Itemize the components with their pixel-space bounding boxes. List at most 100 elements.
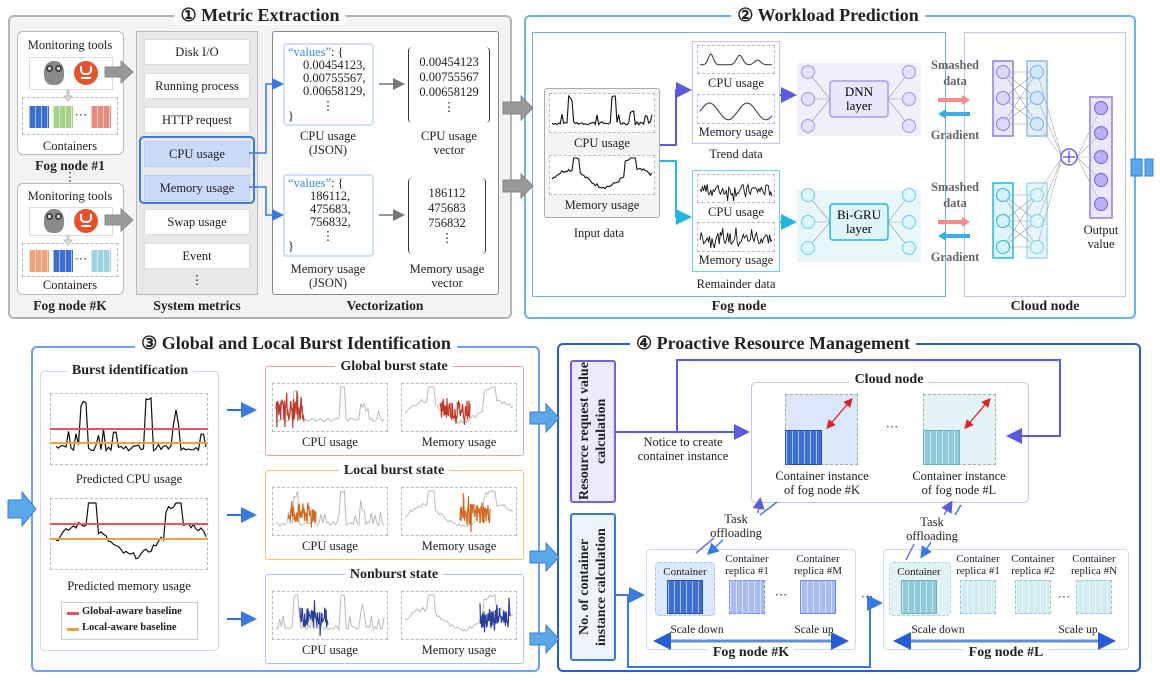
monitoring-tools-label: Monitoring tools <box>27 189 113 203</box>
state-mem-sparkline <box>404 386 514 424</box>
predicted-mem-chart-frame <box>50 498 208 570</box>
neuron <box>1030 240 1044 254</box>
connection <box>1002 97 1038 125</box>
fog-node-1-label: Fog node #1 <box>35 158 105 173</box>
mem-json-values: 186112,475683,756832, <box>310 190 351 229</box>
neuron <box>996 91 1010 105</box>
connection <box>1002 71 1038 99</box>
trend-cpu-label: CPU usage <box>708 76 764 90</box>
neuron <box>996 117 1010 131</box>
json-brace: : { <box>331 45 344 59</box>
metric-http-request: HTTP request <box>144 107 250 133</box>
container-replica-icon <box>960 580 996 614</box>
vectorization-box <box>272 31 499 295</box>
state-cpu-label: CPU usage <box>302 643 358 657</box>
cpu-json-caption: CPU usage <box>300 129 356 143</box>
metric-disk-io: Disk I/O <box>144 39 250 65</box>
replica-label-line: Container <box>1072 553 1116 565</box>
remainder-mem-label: Memory usage <box>698 253 774 267</box>
connection <box>1036 156 1063 196</box>
state-cpu-sparkline <box>275 386 385 423</box>
mem-vector-caption: vector <box>431 276 463 290</box>
bigru-layer-label: layer <box>846 221 873 236</box>
input-cpu-chart-frame <box>549 93 655 133</box>
neuron <box>1030 117 1044 131</box>
predicted-mem-sparkline <box>55 502 207 560</box>
offload-down-arrow <box>759 501 778 516</box>
notice-label: Notice to create <box>643 435 723 449</box>
gradient-label: Gradient <box>930 128 980 142</box>
neuron <box>801 119 815 133</box>
remainder-cpu-sparkline <box>699 182 773 202</box>
ellipsis: ··· <box>885 420 899 434</box>
container-replica-icon <box>1076 580 1112 614</box>
input-mem-sparkline <box>551 157 653 190</box>
legend: Global-aware baseline Local-aware baseli… <box>61 602 198 640</box>
neuron <box>902 65 916 79</box>
json-value: 186112, <box>310 189 351 203</box>
state-chart-frame <box>272 487 388 536</box>
json-close: } <box>288 109 294 123</box>
owl-icon <box>44 209 64 233</box>
vector-more: ⋮ <box>442 100 456 114</box>
state-mem-label: Memory usage <box>421 435 497 449</box>
remainder-data-label: Remainder data <box>696 277 776 291</box>
json-value: 0.00755567, <box>303 71 366 85</box>
system-metrics-label: System metrics <box>153 298 241 313</box>
selected-metrics-highlight <box>139 136 255 204</box>
trend-mem-chart-frame <box>697 94 775 124</box>
replica-label-line: replica #2 <box>1011 565 1055 577</box>
state-chart-frame <box>272 591 388 640</box>
state-cpu-sparkline <box>275 489 385 527</box>
dnn-layer-label: DNN <box>845 84 874 99</box>
vector-value: 756832 <box>428 216 466 230</box>
neuron <box>996 240 1010 254</box>
cpu-json-values: 0.00454123,0.00755567,0.00658129, <box>303 59 366 98</box>
trend-data-box <box>692 41 780 144</box>
smashed-data-label: data <box>943 196 967 210</box>
container-label: Container <box>897 566 941 578</box>
state-chart-frame <box>401 487 517 536</box>
container-icon <box>53 250 73 272</box>
ellipsis: ··· <box>74 108 88 122</box>
cpu-to-json-arrow <box>249 78 284 154</box>
state-mem-highlight <box>439 398 471 425</box>
nonburst-title: Nonburst state <box>344 567 444 583</box>
instance-l-label: Container instance <box>912 469 1006 483</box>
bigru-layer-label: Bi-GRU <box>837 207 882 222</box>
gradient-label: Gradient <box>930 250 980 264</box>
offload-down-arrow <box>706 539 724 556</box>
connection <box>1036 156 1063 222</box>
neuron <box>801 241 815 255</box>
json-more: ⋮ <box>321 229 335 243</box>
continuation-icon <box>1130 158 1143 177</box>
panel2-title: ② Workload Prediction <box>731 5 925 25</box>
remainder-data-box <box>692 170 780 272</box>
vector-value: 186112 <box>428 186 466 200</box>
task-offloading-label: offloading <box>906 529 958 543</box>
small-down-arrow <box>62 235 74 246</box>
container-replica-icon <box>1015 580 1051 614</box>
mem-json-caption: (JSON) <box>308 276 348 290</box>
small-down-arrow <box>62 89 74 102</box>
mem-json-caption: Memory usage <box>290 262 366 276</box>
neuron <box>1094 173 1108 187</box>
trend-mem-label: Memory usage <box>698 125 774 139</box>
legend-global-label: Global-aware baseline <box>82 606 182 617</box>
input-block-arrow <box>7 490 37 528</box>
neuron <box>902 241 916 255</box>
metric-cpu-usage: CPU usage <box>144 141 250 167</box>
ellipsis: ··· <box>74 252 88 266</box>
connection <box>1036 71 1063 158</box>
output-value-label: Output <box>1083 223 1119 237</box>
global-burst-title: Global burst state <box>335 359 453 375</box>
connection <box>1002 71 1038 125</box>
continuation-icon <box>1144 158 1154 177</box>
cloud-node-label: Cloud node <box>1005 299 1085 315</box>
smashed-data-label: Smashed <box>931 58 979 72</box>
cpu-vector-caption: CPU usage <box>421 129 477 143</box>
resize-arrow <box>964 398 991 429</box>
json-value: 475683, <box>310 202 351 216</box>
